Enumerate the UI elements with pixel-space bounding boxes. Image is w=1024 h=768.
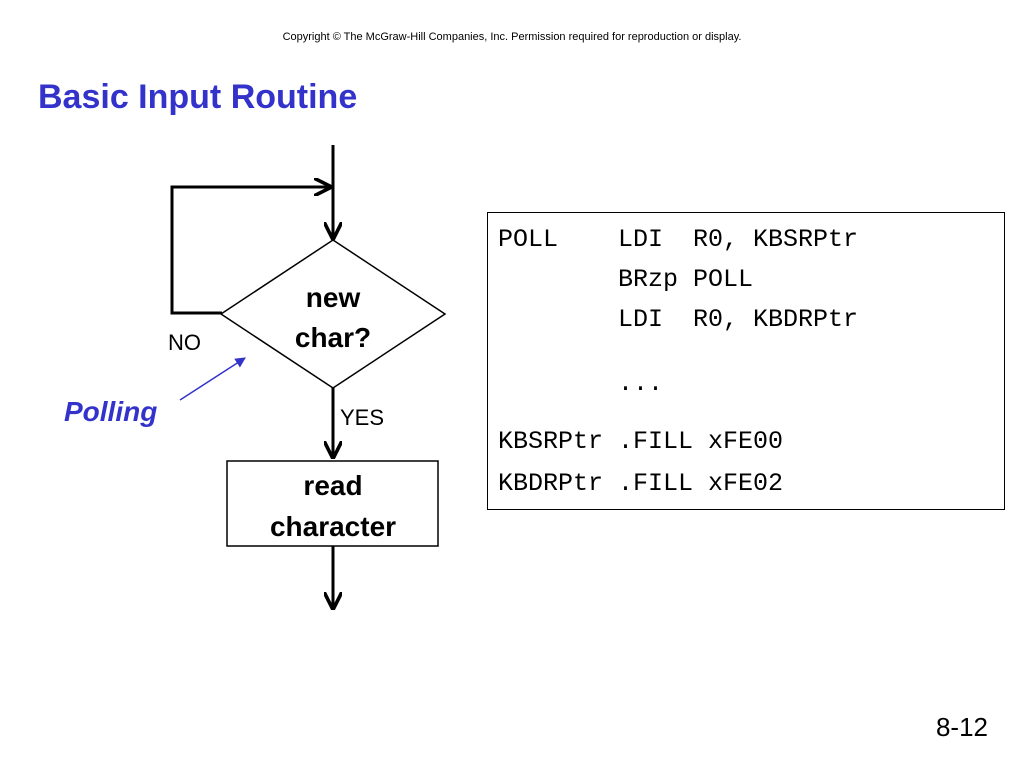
process-text-line2: character: [270, 511, 396, 542]
code-listing-box: POLL LDI R0, KBSRPtr BRzp POLL LDI R0, K…: [487, 212, 1005, 510]
code-line-4: ...: [498, 369, 664, 398]
code-line-3: LDI R0, KBDRPtr: [498, 305, 859, 334]
code-line-1: POLL LDI R0, KBSRPtr: [498, 225, 859, 254]
code-line-5: KBSRPtr .FILL xFE00: [498, 427, 784, 456]
no-loop-line: [170, 187, 330, 315]
code-line-2: BRzp POLL: [498, 265, 754, 294]
polling-pointer-line: [179, 357, 246, 401]
polling-annotation: Polling: [64, 396, 157, 427]
slide-number: 8-12: [935, 712, 988, 742]
process-box: [226, 460, 439, 547]
no-label: NO: [168, 330, 201, 355]
copyright-notice: Copyright © The McGraw-Hill Companies, I…: [282, 31, 742, 43]
process-text-line1: read: [303, 470, 362, 501]
decision-text-line1: new: [306, 282, 361, 313]
yes-label: YES: [340, 405, 384, 430]
page-title: Basic Input Routine: [38, 78, 358, 116]
decision-text-line2: char?: [295, 322, 371, 353]
code-line-6: KBDRPtr .FILL xFE02: [498, 469, 784, 498]
decision-diamond: [219, 239, 447, 389]
